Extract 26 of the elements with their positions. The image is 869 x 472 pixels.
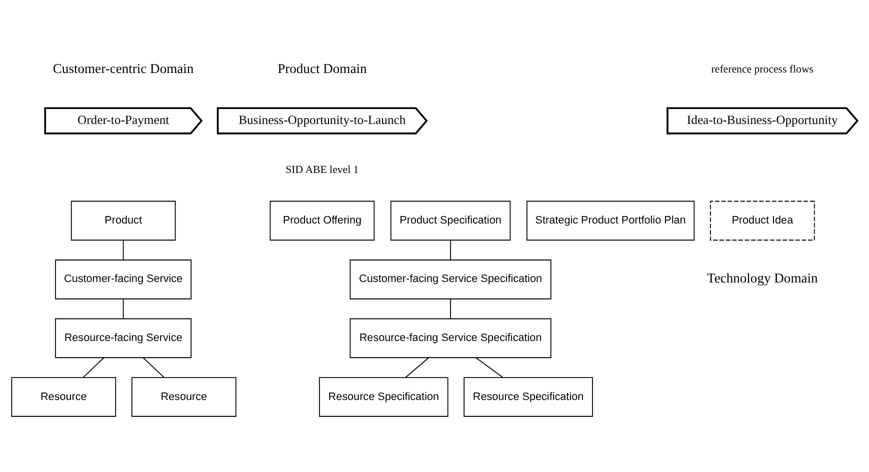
connector [405, 356, 430, 378]
node-box: Resource [131, 376, 236, 416]
node-box: Resource Specification [319, 376, 448, 416]
node-box: Product Specification [390, 200, 511, 240]
node-box: Resource-facing Service [55, 318, 192, 358]
node-box: Resource [11, 376, 116, 416]
label: SID ABE level 1 [286, 163, 359, 176]
label: Technology Domain [707, 270, 818, 286]
node-box: Customer-facing Service Specification [350, 259, 552, 299]
connector [450, 298, 451, 318]
node-box: Strategic Product Portfolio Plan [526, 200, 695, 240]
node-box: Resource Specification [464, 376, 593, 416]
connector [83, 356, 104, 378]
node-box: Product Idea [710, 200, 815, 240]
connector [142, 356, 164, 378]
label: Customer-centric Domain [52, 60, 194, 76]
connector [450, 239, 451, 260]
connector [476, 356, 504, 378]
node-box: Product [70, 200, 176, 240]
connector [122, 298, 124, 318]
node-box: Resource-facing Service Specification [350, 318, 552, 358]
node-box: Customer-facing Service [55, 259, 192, 299]
label: Product Domain [278, 60, 367, 76]
label: reference process flows [711, 63, 814, 76]
connector [122, 239, 124, 260]
node-box: Product Offering [270, 200, 375, 240]
